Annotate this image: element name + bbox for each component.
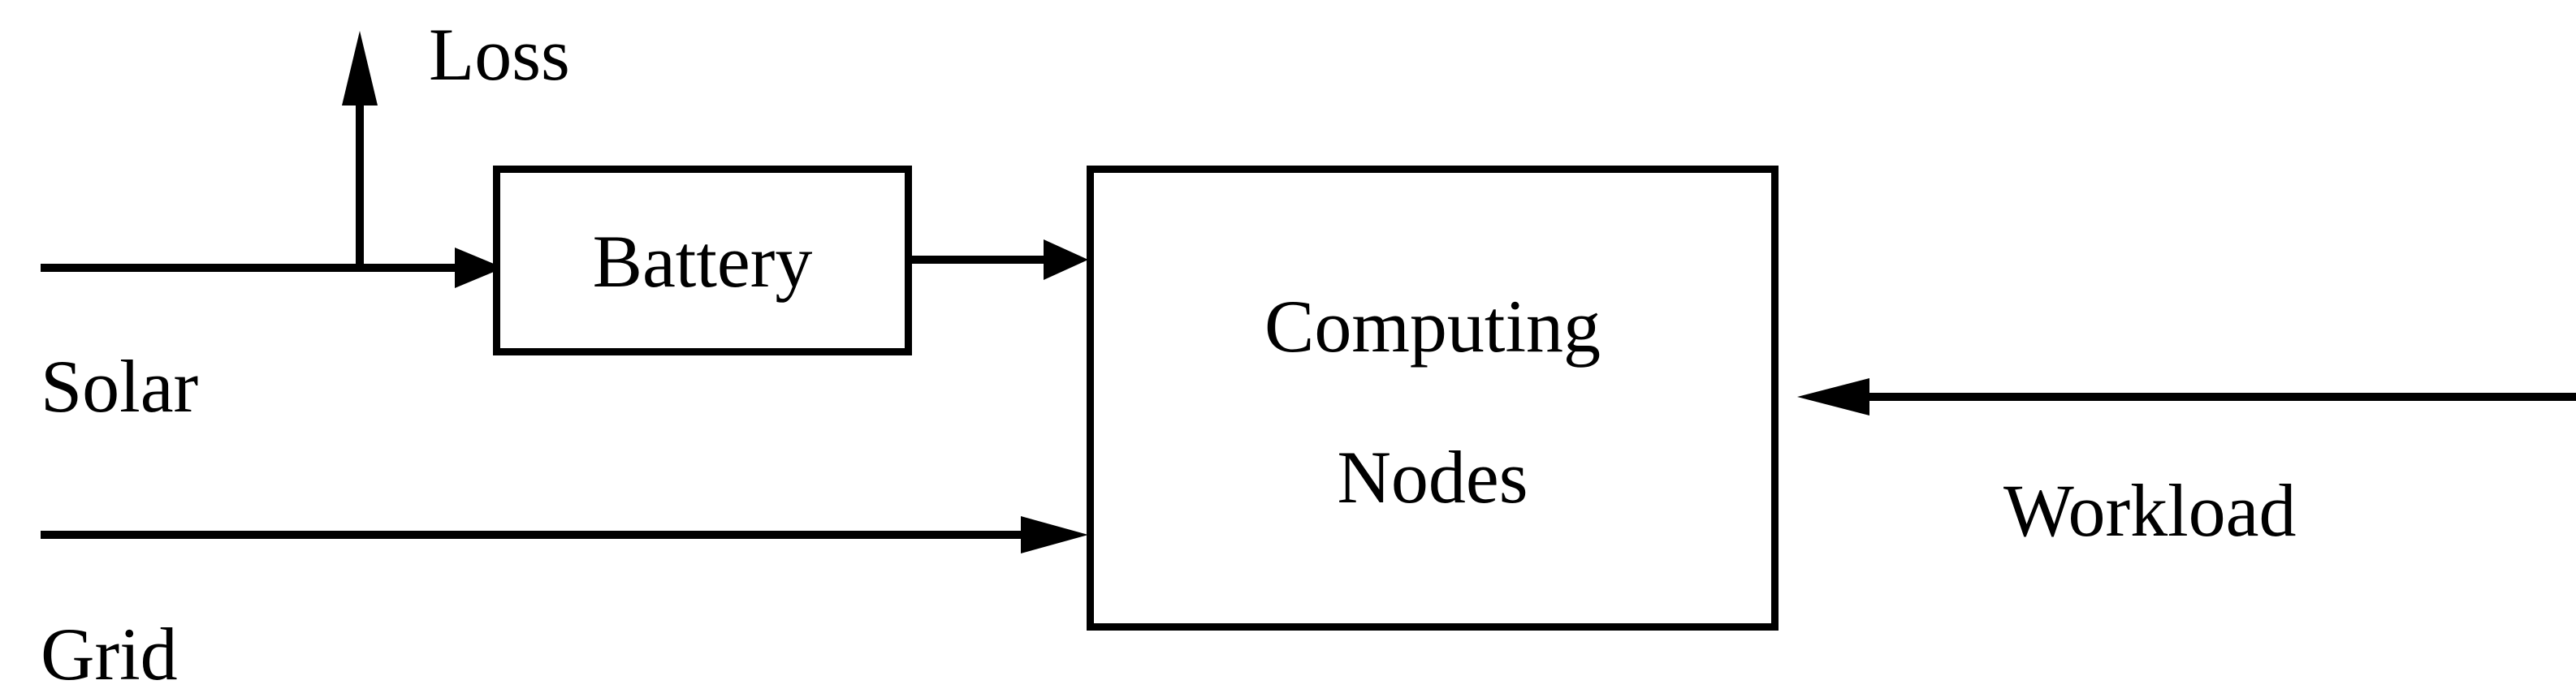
flow-solar-loss <box>342 31 378 271</box>
computing-nodes-box[interactable] <box>1087 166 1779 631</box>
loss-arrow-head-icon <box>342 31 378 106</box>
flow-grid-to-nodes <box>41 516 1088 553</box>
flow-solar-to-battery <box>41 248 504 288</box>
battery-box-label: Battery <box>593 220 813 303</box>
solar-arrow-head-icon <box>455 248 504 288</box>
computing-nodes-label-line1: Computing <box>1264 285 1601 368</box>
workload-label: Workload <box>2003 469 2297 552</box>
computing-nodes-label-line2: Nodes <box>1337 436 1528 519</box>
flow-workload-to-nodes <box>1797 378 2576 416</box>
battery-to-nodes-arrow-head-icon <box>1044 239 1088 280</box>
loss-label: Loss <box>429 13 570 96</box>
battery-box[interactable] <box>493 166 912 355</box>
flow-battery-to-nodes <box>912 239 1088 280</box>
solar-label: Solar <box>41 345 198 428</box>
workload-arrow-head-icon <box>1797 378 1869 416</box>
grid-label: Grid <box>41 613 178 689</box>
grid-arrow-head-icon <box>1021 516 1088 553</box>
